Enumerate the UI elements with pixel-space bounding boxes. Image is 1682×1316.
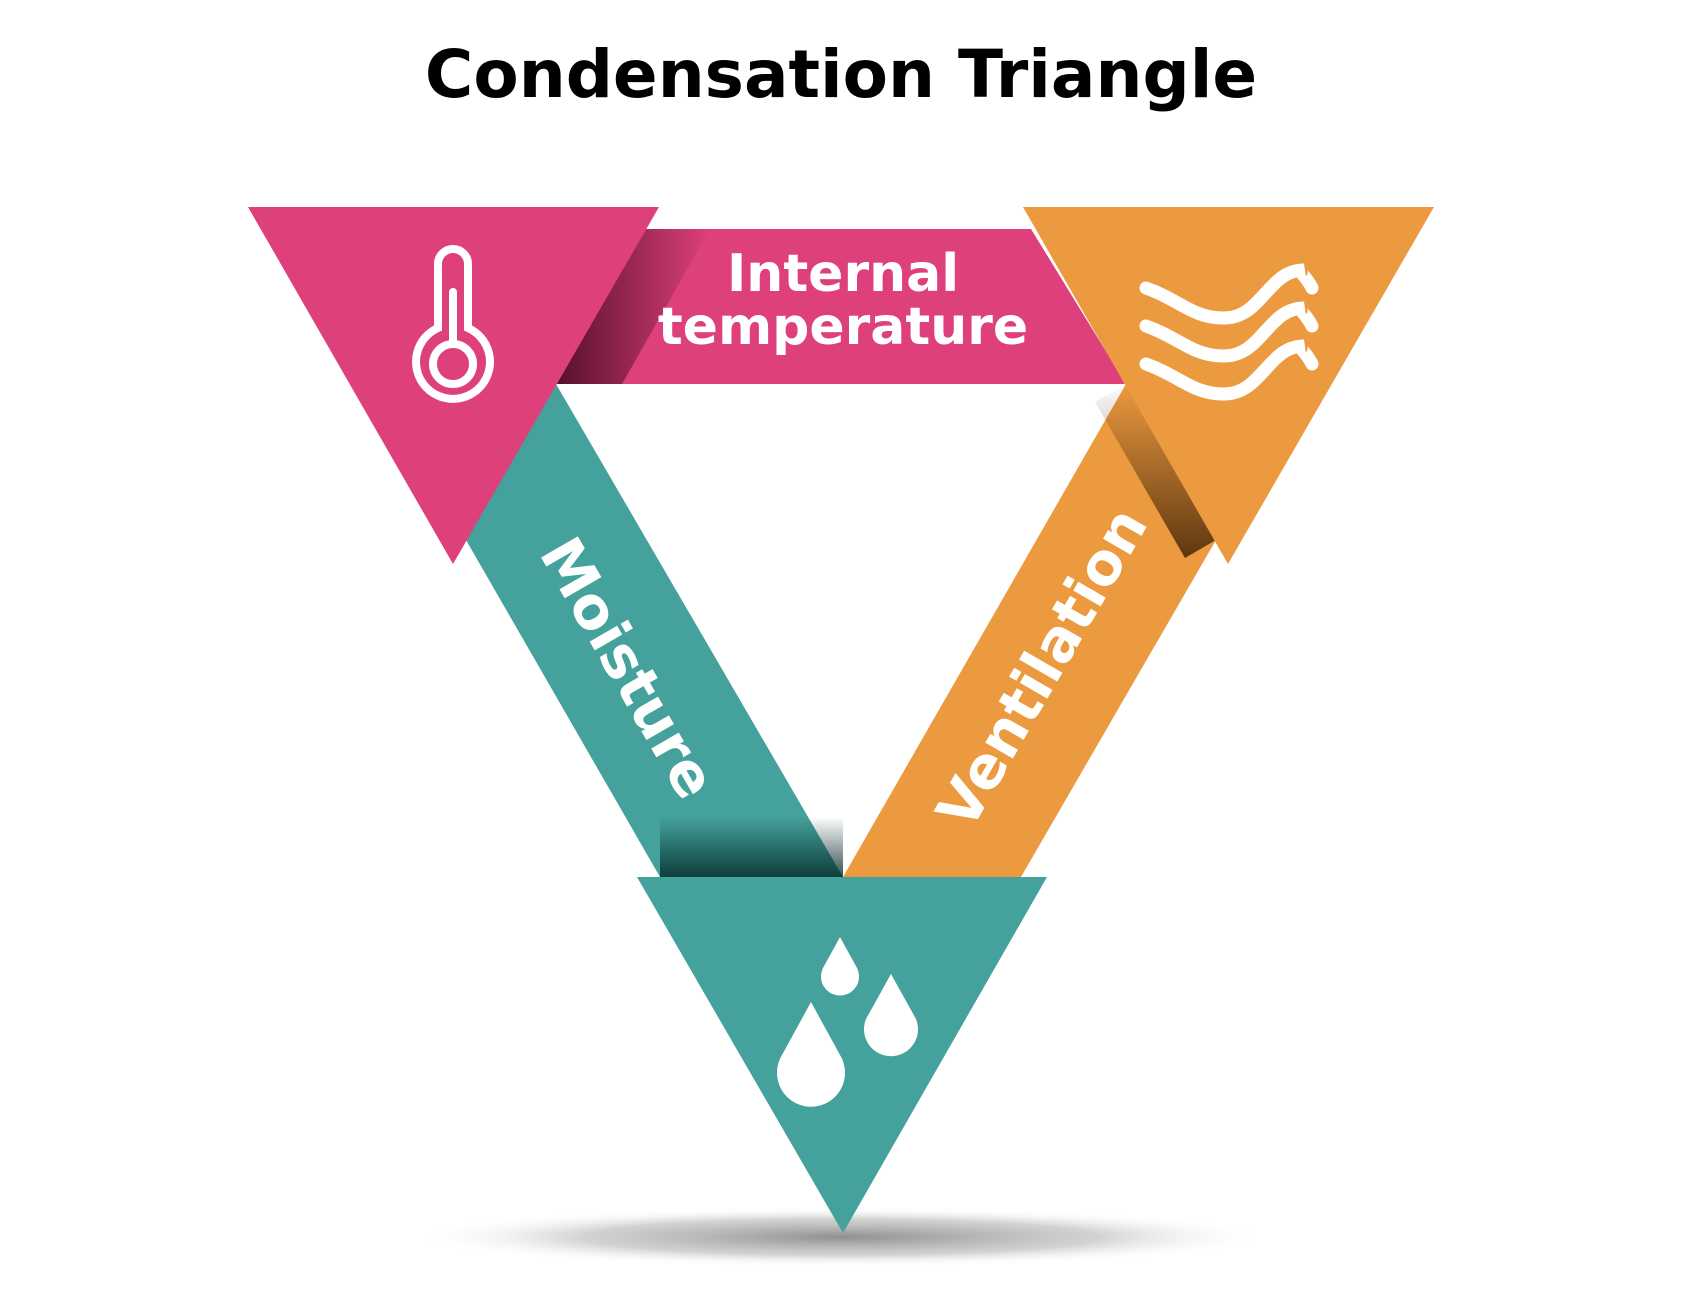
moisture-band-fold-shadow: [660, 817, 843, 877]
internal-temperature-label-line1: Internal: [727, 244, 959, 304]
water-drops-icon: [777, 937, 918, 1107]
moisture-band: Moisture: [466, 384, 843, 877]
moisture-corner: [637, 877, 1047, 1233]
ventilation-corner: [1023, 207, 1434, 564]
floor-shadow: [411, 1207, 1271, 1267]
thermometer-icon: [412, 245, 494, 403]
ventilation-band: Ventilation: [843, 384, 1216, 877]
ventilation-band-fold-shadow: [1095, 384, 1216, 558]
internal-temperature-band-fold-shadow: [556, 229, 710, 384]
internal-temperature-band: Internal temperature: [556, 229, 1126, 384]
internal-temperature-label-line2: temperature: [658, 297, 1028, 357]
air-waves-icon: [1139, 263, 1319, 401]
diagram-title: Condensation Triangle: [425, 36, 1257, 113]
